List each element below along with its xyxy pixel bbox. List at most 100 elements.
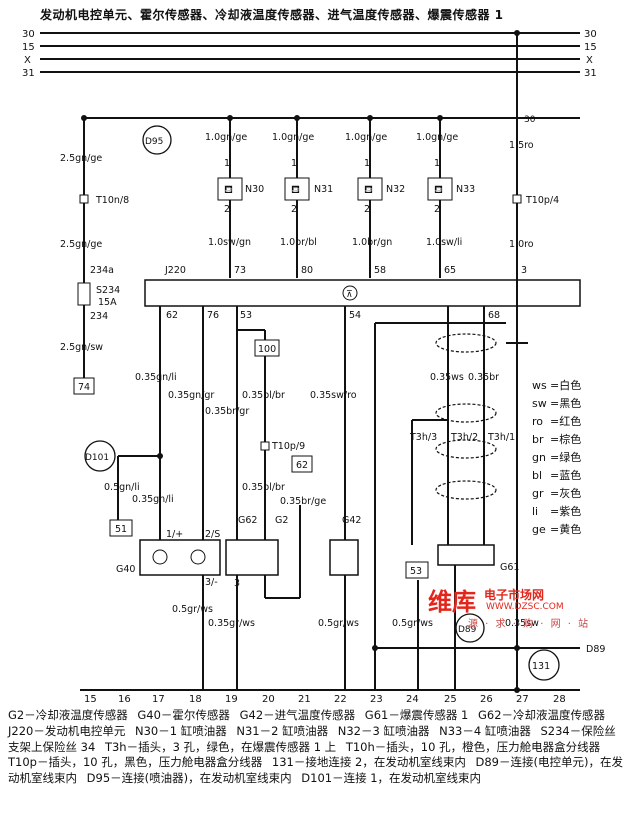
- svg-text:23: 23: [370, 694, 383, 705]
- svg-text:21: 21: [298, 694, 311, 705]
- conn-t10p9: T10p/9: [271, 441, 305, 452]
- svg-text:li: li: [532, 505, 538, 518]
- sensor-g42: [329, 539, 359, 576]
- svg-text:ge: ge: [532, 523, 546, 536]
- rail-label-31: 31: [22, 68, 35, 79]
- svg-text:0.35ws: 0.35ws: [430, 372, 464, 383]
- svg-text:1.0sw/li: 1.0sw/li: [426, 237, 462, 248]
- svg-text:T3h/2: T3h/2: [450, 432, 478, 443]
- svg-text:G61: G61: [500, 562, 519, 573]
- svg-text:⊼: ⊼: [346, 290, 353, 300]
- svg-text:1.0br/bl: 1.0br/bl: [280, 237, 317, 248]
- svg-text:0.35gn/gr: 0.35gn/gr: [168, 390, 214, 401]
- injector-n32: [357, 177, 383, 201]
- svg-text:N31: N31: [314, 184, 333, 195]
- svg-text:19: 19: [225, 694, 238, 705]
- svg-text:28: 28: [553, 694, 566, 705]
- svg-text:sw: sw: [532, 397, 547, 410]
- node-30-label: 30: [524, 115, 536, 125]
- svg-text:234: 234: [90, 311, 108, 322]
- injector-n30: [217, 177, 243, 201]
- svg-text:3/-: 3/-: [205, 577, 218, 588]
- watermark-url: WWW.DZSC.COM: [486, 602, 564, 612]
- watermark: 维库 电子市场网 WWW.DZSC.COM 源 · 求 · 购 · 网 · 站: [428, 582, 628, 630]
- box-51: 51: [115, 524, 127, 535]
- ground-131: [528, 649, 560, 681]
- diagram-title: 发动机电控单元、霍尔传感器、冷却液温度传感器、进气温度传感器、爆震传感器 1: [40, 8, 504, 22]
- injector-n31: [284, 177, 310, 201]
- svg-text:=灰色: =灰色: [550, 486, 581, 500]
- ecu-box: [144, 279, 581, 307]
- ecu-label: J220: [164, 265, 186, 276]
- svg-text:0.5gr/ws: 0.5gr/ws: [392, 618, 433, 629]
- svg-text:0.35sw: 0.35sw: [505, 618, 539, 629]
- svg-text:2: 2: [364, 204, 370, 215]
- svg-text:D101: D101: [85, 453, 109, 463]
- svg-text:=绿色: =绿色: [550, 450, 581, 464]
- svg-text:25: 25: [444, 694, 457, 705]
- svg-text:2: 2: [291, 204, 297, 215]
- svg-text:1.0gn/ge: 1.0gn/ge: [345, 132, 387, 143]
- svg-text:1: 1: [434, 158, 440, 169]
- svg-text:N33: N33: [456, 184, 475, 195]
- svg-text:0.35br/gr: 0.35br/gr: [205, 406, 249, 417]
- svg-text:1.5ro: 1.5ro: [509, 140, 534, 151]
- svg-text:131: 131: [532, 661, 550, 672]
- svg-text:20: 20: [262, 694, 275, 705]
- svg-text:0.5gr/ws: 0.5gr/ws: [172, 604, 213, 615]
- svg-text:1/+: 1/+: [166, 529, 183, 540]
- svg-text:65: 65: [444, 265, 456, 276]
- svg-text:2.5gn/ge: 2.5gn/ge: [60, 153, 102, 164]
- svg-text:53: 53: [240, 310, 252, 321]
- svg-text:G42: G42: [342, 515, 361, 526]
- svg-text:D89: D89: [458, 625, 477, 635]
- svg-text:=白色: =白色: [550, 378, 581, 392]
- d101-node: [84, 440, 116, 472]
- svg-text:S234: S234: [96, 285, 120, 296]
- sensor-g62-g2: [225, 539, 279, 576]
- rail-label-30: 30: [22, 29, 35, 40]
- svg-text:26: 26: [480, 694, 493, 705]
- svg-text:1: 1: [364, 158, 370, 169]
- svg-text:=紫色: =紫色: [550, 504, 581, 518]
- svg-text:0.35br/ge: 0.35br/ge: [280, 496, 326, 507]
- injector-n33: [427, 177, 453, 201]
- svg-text:=黑色: =黑色: [550, 396, 581, 410]
- box-53: 53: [410, 566, 422, 577]
- svg-text:68: 68: [488, 310, 500, 321]
- svg-text:73: 73: [234, 265, 246, 276]
- svg-text:30: 30: [584, 29, 597, 40]
- svg-text:234a: 234a: [90, 265, 114, 276]
- svg-text:0.5gn/li: 0.5gn/li: [104, 482, 140, 493]
- svg-text:ro: ro: [532, 415, 543, 428]
- watermark-tagline: 源 · 求 · 购 · 网 · 站: [468, 619, 591, 630]
- svg-text:0.35gn/li: 0.35gn/li: [132, 494, 174, 505]
- svg-text:2/S: 2/S: [205, 529, 220, 540]
- svg-text:2.5gn/ge: 2.5gn/ge: [60, 239, 102, 250]
- svg-text:=棕色: =棕色: [550, 432, 581, 446]
- svg-text:0.5gr/ws: 0.5gr/ws: [318, 618, 359, 629]
- svg-text:15: 15: [84, 694, 97, 705]
- svg-text:0.35gr/ws: 0.35gr/ws: [208, 618, 255, 629]
- svg-text:15A: 15A: [98, 297, 117, 308]
- svg-text:18: 18: [189, 694, 202, 705]
- svg-text:22: 22: [334, 694, 347, 705]
- d89-node: [455, 613, 485, 643]
- svg-text:0.35bl/br: 0.35bl/br: [242, 482, 285, 493]
- svg-text:0.35bl/br: 0.35bl/br: [242, 390, 285, 401]
- box-100: 100: [258, 344, 276, 355]
- svg-text:X: X: [586, 55, 593, 66]
- svg-text:bl: bl: [532, 469, 542, 482]
- svg-text:24: 24: [406, 694, 419, 705]
- watermark-title: 电子市场网: [484, 588, 545, 602]
- d89-line-label: D89: [586, 644, 605, 655]
- svg-text:br: br: [532, 433, 544, 446]
- svg-text:0.35sw/ro: 0.35sw/ro: [310, 390, 357, 401]
- svg-text:76: 76: [207, 310, 219, 321]
- svg-text:1.0gn/ge: 1.0gn/ge: [272, 132, 314, 143]
- svg-text:27: 27: [516, 694, 529, 705]
- svg-text:2: 2: [434, 204, 440, 215]
- svg-text:gr: gr: [532, 487, 544, 500]
- svg-text:⛾: ⛾: [364, 183, 373, 196]
